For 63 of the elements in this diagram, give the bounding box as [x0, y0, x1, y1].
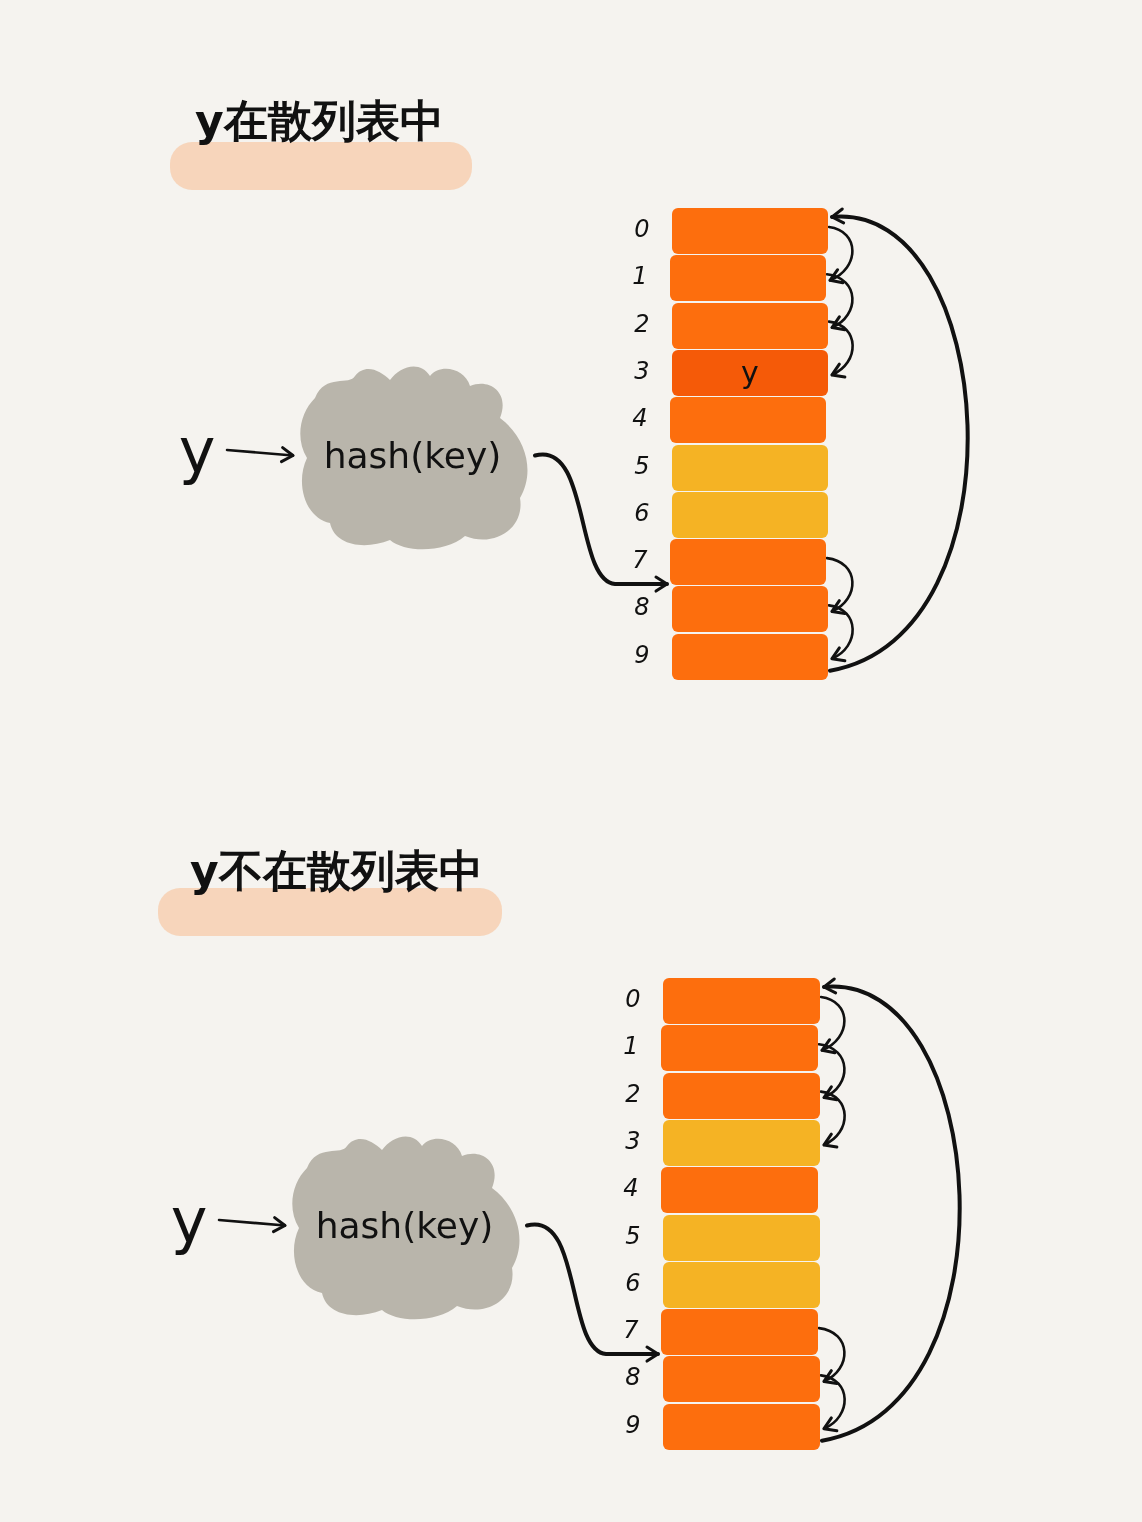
bucket-slot: [672, 208, 828, 254]
index-number: 4: [631, 406, 649, 431]
bucket-slot: [670, 255, 826, 302]
heading: y在散列表中: [195, 94, 444, 148]
index-number: 8: [633, 595, 651, 620]
index-number: 3: [633, 358, 651, 383]
bucket-slot: [663, 1119, 820, 1166]
index-number: 7: [631, 548, 649, 573]
arrow: [827, 225, 854, 284]
index-number: 0: [624, 987, 642, 1011]
index-number: 9: [624, 1412, 642, 1437]
bucket-slot: [672, 349, 828, 396]
bucket-slot: [672, 302, 828, 349]
arrow: [217, 1216, 287, 1234]
bucket-slot: [663, 978, 820, 1024]
bucket-slot: [663, 1214, 820, 1261]
index-number: 5: [633, 453, 651, 478]
index-number: 0: [633, 217, 651, 241]
bucket-slot: [661, 1025, 818, 1072]
arrow: [827, 604, 854, 662]
arrow: [819, 995, 846, 1054]
index-number: 8: [624, 1365, 642, 1390]
key-label: y: [172, 410, 222, 490]
bucket-slot: [672, 491, 828, 538]
index-number: 4: [622, 1176, 640, 1201]
arrow: [819, 1374, 846, 1432]
index-number: 6: [624, 1270, 642, 1295]
heading: y不在散列表中: [190, 844, 483, 898]
bucket-slot: [670, 397, 826, 444]
index-number: 1: [631, 264, 649, 289]
index-number: 6: [633, 500, 651, 525]
index-number: 2: [633, 311, 651, 336]
bucket-slot: [661, 1309, 818, 1356]
index-number: 3: [624, 1128, 642, 1153]
arrow: [828, 209, 970, 673]
arrow: [817, 1043, 846, 1100]
bucket-slot: [663, 1261, 820, 1308]
key-label: y: [164, 1180, 214, 1260]
arrow: [533, 452, 669, 593]
arrow: [827, 320, 854, 378]
index-number: 7: [622, 1318, 640, 1343]
bucket-slot: [672, 586, 828, 633]
index-number: 5: [624, 1223, 642, 1248]
index-number: 1: [622, 1034, 640, 1059]
arrow: [820, 979, 962, 1443]
bucket-slot: [663, 1356, 820, 1403]
bucket-slot: [663, 1072, 820, 1119]
key-label: y: [741, 355, 759, 391]
bucket-slot: [670, 539, 826, 586]
arrow: [819, 1090, 846, 1148]
arrow: [825, 556, 854, 614]
arrow: [525, 1222, 660, 1363]
bucket-slot: [663, 1403, 820, 1450]
index-number: 9: [633, 642, 651, 667]
function-label: hash(key): [323, 435, 502, 476]
bucket-slot: [661, 1167, 818, 1214]
arrow: [225, 446, 295, 464]
arrow: [825, 273, 854, 330]
bucket-slot: [672, 633, 828, 680]
function-label: hash(key): [315, 1205, 494, 1246]
arrow: [817, 1326, 846, 1384]
index-number: 2: [624, 1081, 642, 1106]
bucket-slot: [672, 444, 828, 491]
